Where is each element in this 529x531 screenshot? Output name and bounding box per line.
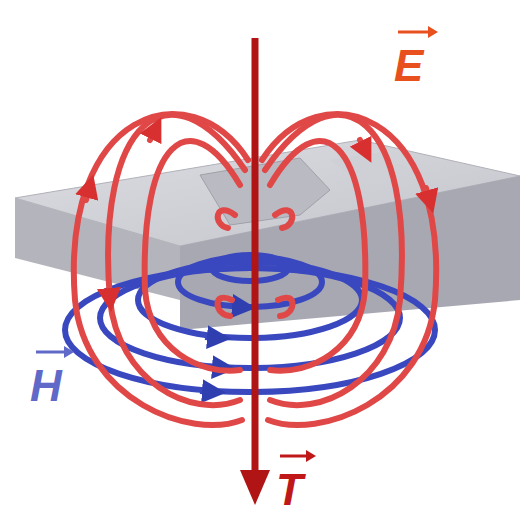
field-label: H	[30, 364, 62, 408]
magnetic-field-rings	[65, 255, 435, 392]
field-label: E	[394, 44, 423, 88]
field-label: T	[276, 468, 303, 512]
vector-arrows	[36, 26, 438, 462]
poynting-axis	[240, 38, 270, 505]
